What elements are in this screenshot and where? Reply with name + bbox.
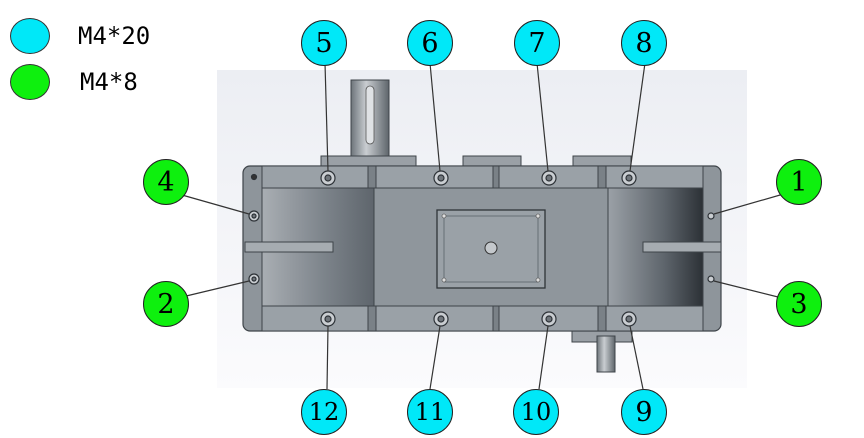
callout-10: 10	[513, 389, 559, 435]
callout-4: 4	[143, 159, 189, 205]
shaft-keyway	[365, 85, 375, 145]
callout-number: 9	[635, 396, 653, 428]
callout-number: 3	[790, 288, 808, 320]
callout-number: 4	[157, 166, 175, 198]
legend-item-m4x20: M4*20	[10, 18, 150, 54]
callout-5: 5	[301, 20, 347, 66]
callout-number: 10	[520, 398, 552, 426]
callout-number: 1	[790, 166, 808, 198]
legend-label: M4*8	[80, 68, 138, 96]
cyan-swatch	[10, 18, 50, 54]
callout-number: 2	[157, 288, 175, 320]
callout-11: 11	[407, 389, 453, 435]
callout-1: 1	[776, 159, 822, 205]
callout-number: 12	[308, 398, 340, 426]
callout-8: 8	[621, 20, 667, 66]
callout-number: 8	[635, 27, 653, 59]
callout-number: 7	[528, 27, 546, 59]
green-swatch	[10, 64, 50, 100]
callout-3: 3	[776, 281, 822, 327]
callout-number: 11	[414, 398, 446, 426]
callout-6: 6	[407, 20, 453, 66]
legend-item-m4x8: M4*8	[10, 64, 138, 100]
callout-7: 7	[514, 20, 560, 66]
callout-12: 12	[301, 389, 347, 435]
bolt-holes	[248, 170, 715, 327]
vent-plug	[484, 241, 498, 255]
split-rib-left	[244, 241, 334, 253]
split-rib-right	[642, 241, 722, 253]
callout-9: 9	[621, 389, 667, 435]
callout-2: 2	[143, 281, 189, 327]
callout-number: 5	[315, 27, 333, 59]
callout-number: 6	[421, 27, 439, 59]
output-shaft	[596, 335, 616, 373]
legend-label: M4*20	[78, 22, 151, 50]
leader-lines	[181, 62, 788, 390]
